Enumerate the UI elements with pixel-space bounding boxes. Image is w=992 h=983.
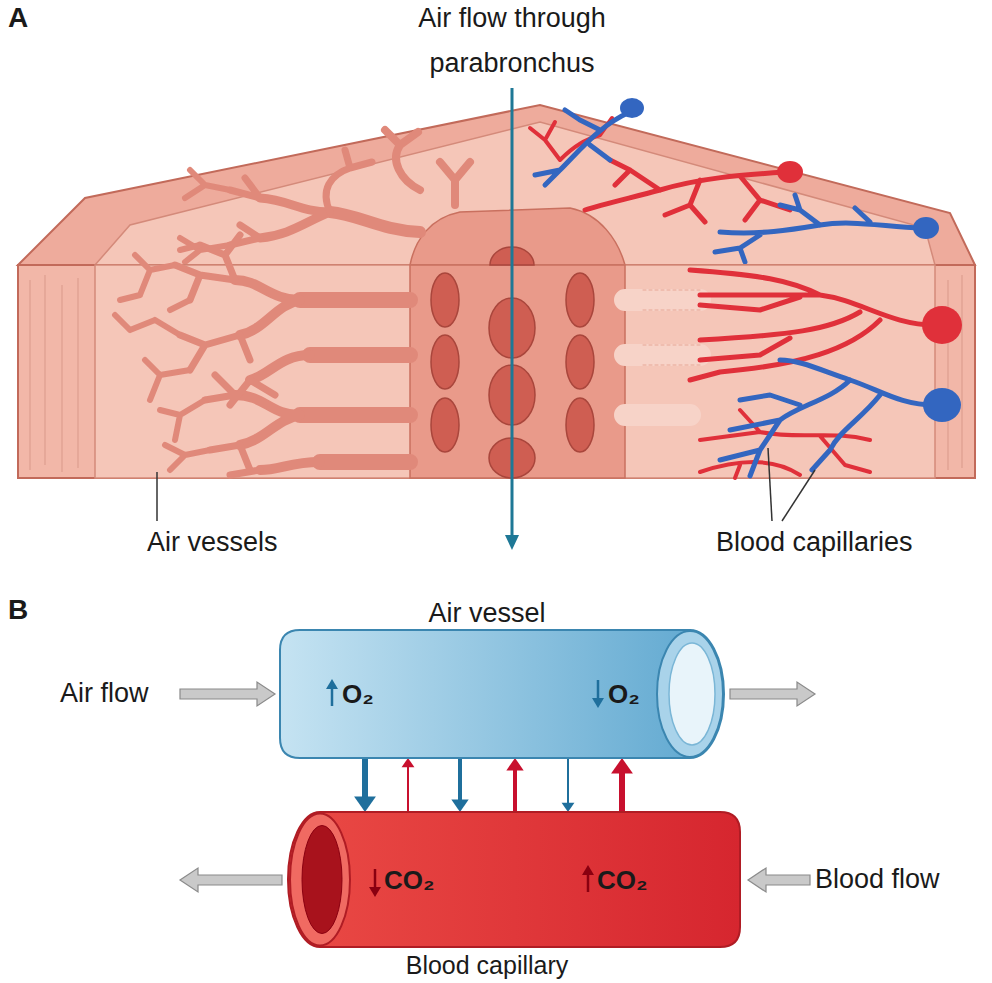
front-capillaries <box>690 270 935 380</box>
top-air-vessels <box>260 198 330 238</box>
leader-line <box>157 448 815 521</box>
top-capillaries <box>535 110 630 185</box>
tube-outline <box>288 812 740 947</box>
front-capillaries <box>625 300 700 415</box>
diffusion-arrow <box>611 758 633 812</box>
arrow-shaft <box>567 758 569 804</box>
front-air-vessels <box>235 280 320 470</box>
part-label: Blood capillaries <box>716 527 913 558</box>
blood-capillary-tube: CO₂ CO₂ Blood capillary <box>285 812 745 980</box>
panel-letter: A <box>8 2 28 34</box>
tube-heading: Air vessel <box>428 598 545 629</box>
arrow-shaft <box>513 769 517 812</box>
front-capillaries <box>700 410 870 478</box>
flow-arrow <box>748 868 810 892</box>
tube-outline <box>592 698 604 708</box>
tube-outline <box>280 630 724 758</box>
tube-outline <box>374 869 377 888</box>
arrow-shaft <box>619 773 625 812</box>
flow-arrow <box>730 682 815 706</box>
front-air-vessels <box>175 235 275 475</box>
arrow-head <box>506 758 523 770</box>
tube-outline <box>331 688 334 706</box>
top-air-vessels <box>230 178 260 245</box>
top-capillaries <box>777 161 803 183</box>
slab-top <box>95 122 935 265</box>
front-capillaries <box>640 290 700 365</box>
leader-line <box>156 472 158 521</box>
top-capillaries <box>620 98 644 118</box>
tube-outline <box>657 631 723 757</box>
leader-line <box>768 448 772 521</box>
slab-front <box>410 265 625 478</box>
arrow-shaft <box>407 766 409 812</box>
tube-outline <box>669 643 715 745</box>
slab-top <box>18 105 975 265</box>
gas-label: CO₂ <box>597 865 648 895</box>
panel-letter: B <box>8 594 28 626</box>
top-capillaries <box>585 160 790 222</box>
part-label: Air vessels <box>147 527 278 558</box>
arrow-head <box>402 758 415 767</box>
flow-label: Air flow through parabronchus <box>362 0 662 86</box>
top-air-vessels <box>326 150 372 212</box>
diffusion-arrow <box>562 758 575 812</box>
slab-top <box>18 105 975 265</box>
arrow-shaft <box>362 758 368 797</box>
leader-line <box>782 470 815 521</box>
front-capillaries <box>625 270 962 478</box>
front-air-vessels <box>115 245 210 470</box>
top-air-vessels <box>330 212 420 232</box>
air-vessel-tube: Air vesselO₂ O₂ <box>280 596 726 758</box>
airflow-arrow <box>511 88 514 537</box>
diffusion-arrow <box>506 758 523 812</box>
arrow-head <box>611 758 633 774</box>
top-air-vessels <box>180 130 470 262</box>
tube-outline <box>369 887 381 897</box>
flow-label: Air flow <box>60 678 149 709</box>
front-air-vessels <box>300 300 410 462</box>
tube-heading: Blood capillary <box>406 951 569 979</box>
front-capillaries <box>922 306 962 344</box>
tube-outline <box>587 874 590 892</box>
arrow-head <box>562 803 575 812</box>
diffusion-arrow <box>354 758 376 812</box>
airflow-arrow <box>505 88 519 550</box>
top-capillaries <box>913 217 939 239</box>
parabronchus-openings <box>431 273 459 327</box>
top-air-vessels <box>385 130 420 190</box>
parabronchus-openings <box>566 273 594 327</box>
slab-front <box>18 265 975 478</box>
front-air-vessels <box>115 235 410 475</box>
tube-outline <box>597 680 600 699</box>
gas-label: O₂ <box>608 679 640 709</box>
airflow-arrow <box>505 535 519 550</box>
tube-outline <box>326 679 338 689</box>
flow-arrow <box>180 682 275 706</box>
front-capillaries <box>923 388 961 422</box>
gas-label: CO₂ <box>384 865 435 895</box>
tube-outline <box>582 865 594 875</box>
tube-outline <box>302 826 342 934</box>
arrow-head <box>354 796 376 812</box>
slab-front <box>18 265 975 478</box>
arrow-head <box>451 800 468 812</box>
arrow-shaft <box>458 758 462 801</box>
front-capillaries <box>720 360 935 476</box>
slab-top <box>410 208 625 265</box>
tube-outline <box>290 814 350 946</box>
parabronchus-openings <box>566 335 594 389</box>
top-capillaries <box>530 98 939 262</box>
diffusion-arrow <box>451 758 468 812</box>
parabronchus-openings <box>566 398 594 452</box>
flow-label: Blood flow <box>815 864 940 895</box>
top-capillaries <box>715 195 922 262</box>
diffusion-arrow <box>402 758 415 812</box>
flow-arrow <box>180 868 282 892</box>
parabronchus-openings <box>431 398 459 452</box>
top-air-vessels <box>440 162 470 205</box>
gas-label: O₂ <box>342 679 374 709</box>
parabronchus-openings <box>431 335 459 389</box>
